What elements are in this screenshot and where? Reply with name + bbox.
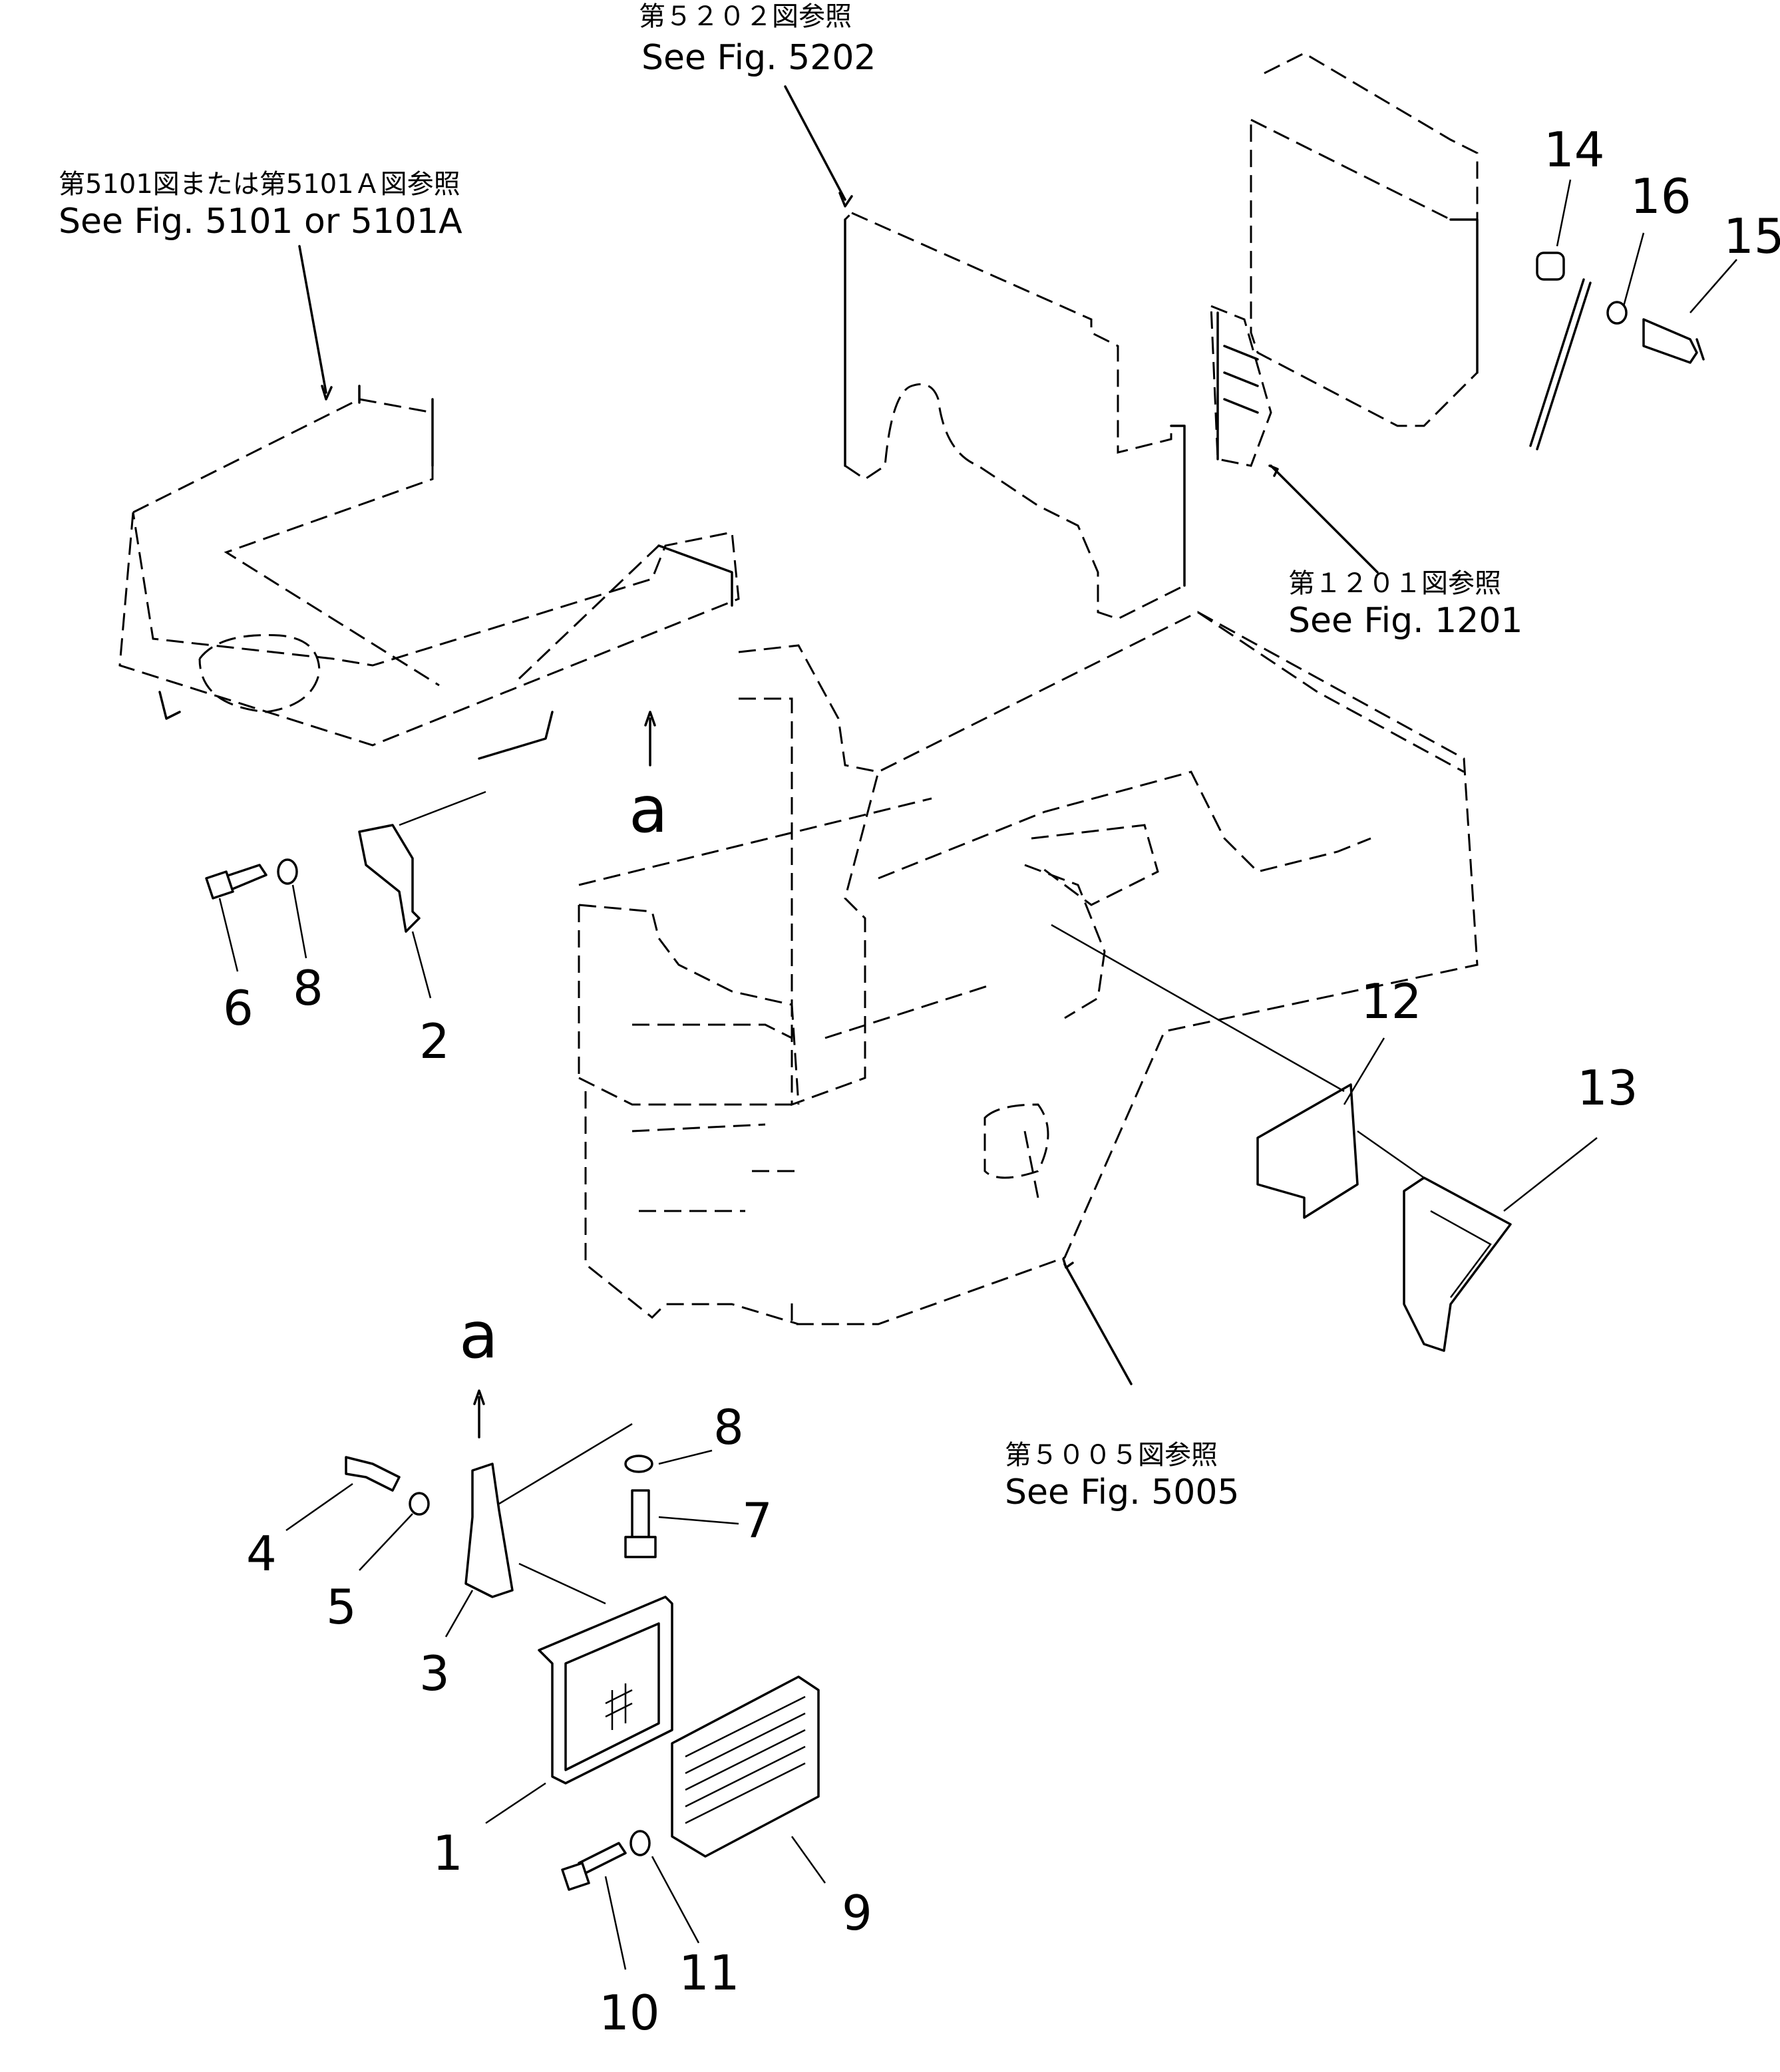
washer-8-upper	[277, 858, 298, 885]
ref-5005-jp: 第５００５図参照	[1005, 1440, 1218, 1470]
ref-5005-en: See Fig. 5005	[1005, 1472, 1240, 1512]
ref-5101-en: See Fig. 5101 or 5101A	[59, 202, 462, 242]
part-number-7: 7	[742, 1492, 773, 1548]
leader-lines	[218, 85, 1737, 1970]
bolt-7	[631, 1489, 650, 1538]
ref-1201-jp: 第１２０１図参照	[1288, 568, 1501, 599]
part-number-12: 12	[1361, 973, 1422, 1029]
bolt-4	[345, 1456, 401, 1492]
part-number-14: 14	[1544, 122, 1605, 178]
part-numbers: 14 16 15 12 13 6 8 2 8 7 4 5 3 1 9 11 10	[223, 122, 1780, 2041]
oil-cooler-1	[538, 1596, 673, 1785]
part-number-16: 16	[1630, 168, 1691, 224]
cover-9	[671, 1675, 820, 1858]
main-frame-assembly	[578, 611, 1479, 1325]
bolt-15	[1642, 318, 1698, 364]
part-number-11: 11	[679, 1945, 740, 2001]
plate-12-cover-13	[1256, 1083, 1512, 1352]
side-panel-assembly	[844, 212, 1186, 620]
part-number-8-lower: 8	[713, 1399, 744, 1455]
bracket-3	[464, 1463, 514, 1598]
washer-16	[1606, 301, 1628, 325]
view-mark-upper: a	[629, 773, 668, 847]
ref-5101-jp: 第5101図または第5101Ａ図参照	[59, 169, 460, 200]
washer-8-lower	[624, 1455, 653, 1473]
part-number-10: 10	[599, 1985, 660, 2041]
ref-5202-jp: 第５２０２図参照	[639, 1, 852, 32]
part-number-6: 6	[223, 980, 254, 1036]
washer-5	[409, 1492, 430, 1516]
part-number-1: 1	[433, 1825, 463, 1881]
part-number-13: 13	[1577, 1060, 1638, 1116]
bracket-2-group	[205, 824, 421, 933]
cover-13	[1403, 1176, 1512, 1352]
part-number-15: 15	[1723, 208, 1780, 264]
part-number-9: 9	[842, 1885, 872, 1941]
cooler-assembly	[345, 1455, 820, 1891]
bolt-10	[578, 1842, 627, 1874]
view-mark-lower: a	[459, 1298, 498, 1373]
part-number-3: 3	[419, 1645, 450, 1701]
part-number-8-upper: 8	[293, 960, 323, 1016]
plate-12	[1256, 1083, 1359, 1219]
ref-5202-en: See Fig. 5202	[641, 38, 876, 78]
ref-1201-en: See Fig. 1201	[1288, 601, 1523, 641]
bracket-2	[358, 824, 421, 933]
view-marks: a a	[459, 773, 668, 1373]
part-number-5: 5	[326, 1579, 357, 1635]
part-number-4: 4	[246, 1526, 277, 1582]
floor-plate-assembly	[118, 385, 740, 760]
bushing-14	[1536, 252, 1565, 281]
radiator-assembly	[1210, 52, 1705, 467]
washer-11	[629, 1830, 651, 1856]
reference-labels: 第５２０２図参照 See Fig. 5202 第5101図または第5101Ａ図参…	[59, 1, 1523, 1512]
part-number-2: 2	[419, 1013, 450, 1069]
